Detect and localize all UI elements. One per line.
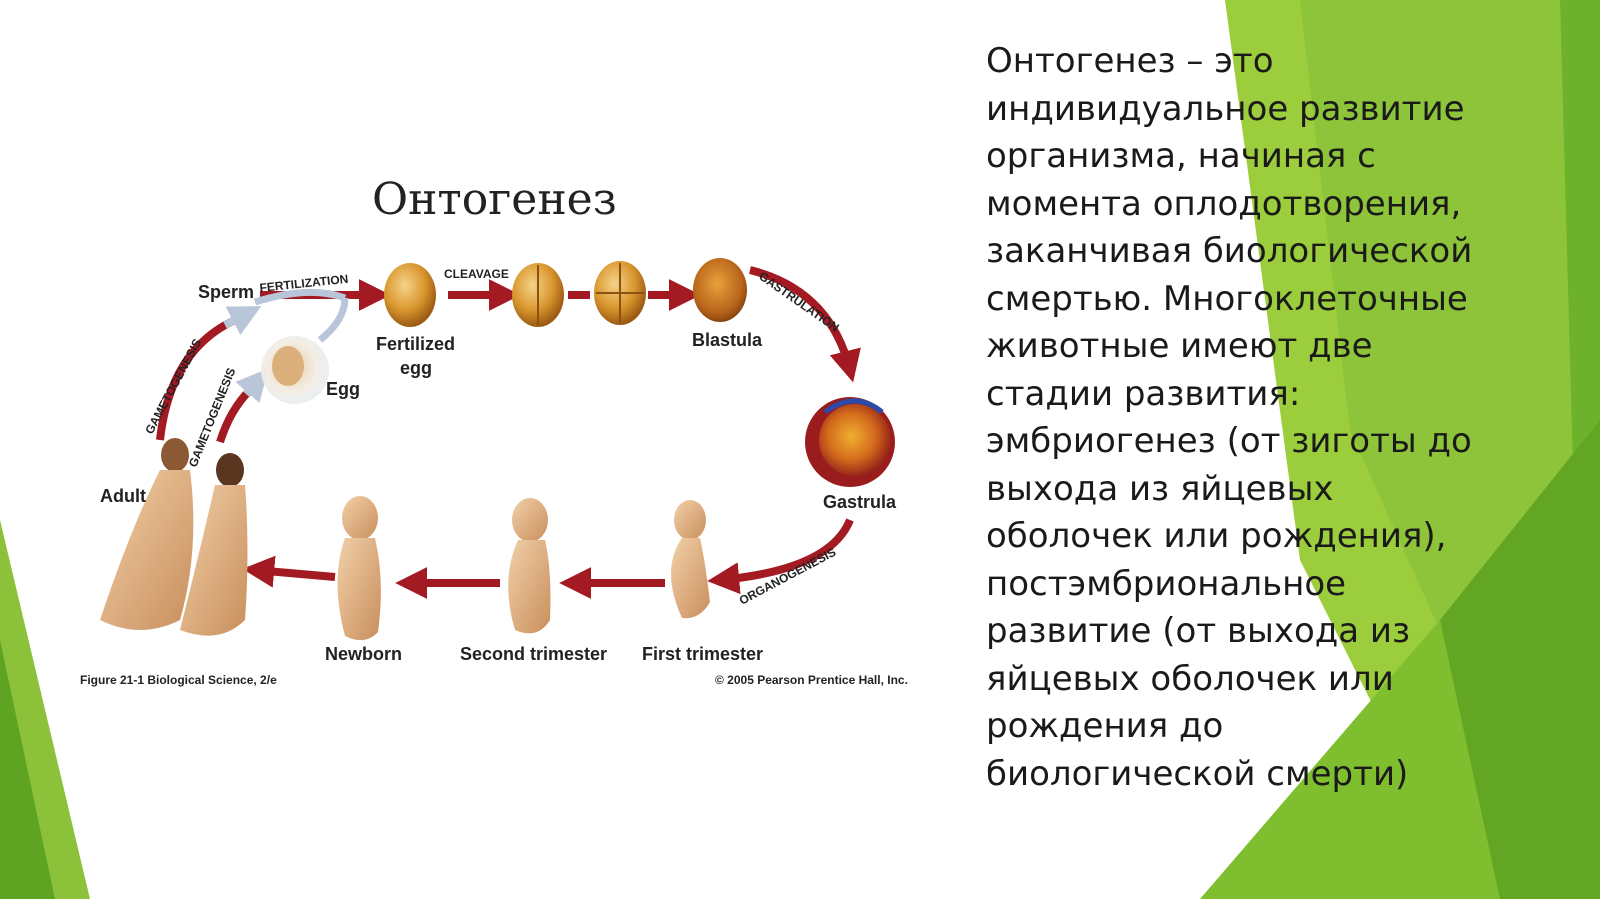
copyright-note: © 2005 Pearson Prentice Hall, Inc. <box>715 673 908 687</box>
gastrula-ectoderm <box>823 398 884 415</box>
arrow-egg-up <box>317 297 349 343</box>
bg-green-corner-left-dark <box>0 640 55 899</box>
label-gastrula: Gastrula <box>823 492 897 512</box>
arrow-gametogenesis-sperm-tip <box>223 306 262 336</box>
fertilized-egg-cell <box>384 263 436 327</box>
bg-green-band-dark <box>1440 420 1600 899</box>
label-gametogenesis-male: GAMETOGENESIS <box>142 336 204 436</box>
label-first-trimester: First trimester <box>642 644 763 664</box>
label-egg: Egg <box>326 379 360 399</box>
label-gastrulation: GASTRULATION <box>756 269 841 335</box>
gastrula-inner <box>819 404 891 476</box>
newborn-baby <box>337 496 381 641</box>
label-fertilized: Fertilized <box>376 334 455 354</box>
second-trimester-fetus <box>508 498 551 634</box>
arrow-to-adult <box>242 555 336 588</box>
arrow-gametogenesis-sperm <box>156 316 237 441</box>
label-fertilized-egg: egg <box>400 358 432 378</box>
ontogenesis-diagram: Онтогенез FERTILIZATION CLEAVAGE GASTRUL… <box>80 174 908 687</box>
definition-text: Онтогенез – это индивидуальное развитие … <box>986 41 1473 794</box>
blastula-cell <box>693 258 747 322</box>
label-second-trimester: Second trimester <box>460 644 607 664</box>
egg-nucleus <box>272 346 304 386</box>
diagram-title: Онтогенез <box>372 174 617 225</box>
figure-caption: Figure 21-1 Biological Science, 2/e <box>80 673 277 687</box>
label-newborn: Newborn <box>325 644 402 664</box>
arrow-gastrulation <box>749 266 861 383</box>
arrow-organogenesis <box>707 518 854 595</box>
first-trimester-embryo <box>671 500 710 619</box>
label-adult: Adult <box>100 486 146 506</box>
label-blastula: Blastula <box>692 330 763 350</box>
label-cleavage: CLEAVAGE <box>444 267 509 281</box>
arrow-gametogenesis-egg-tip <box>235 368 269 403</box>
adult-couple <box>100 438 248 636</box>
label-sperm: Sperm <box>198 282 254 302</box>
arrow-sperm-to-egg <box>253 288 347 306</box>
